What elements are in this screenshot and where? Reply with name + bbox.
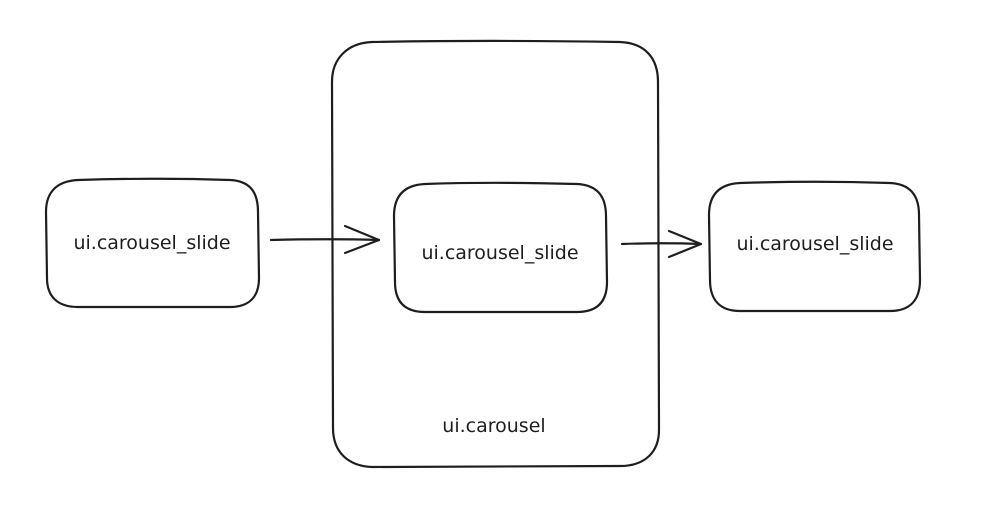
arrow-previous-to-current-head	[343, 224, 381, 255]
arrow-previous-to-current-shaft	[269, 238, 381, 242]
arrow-current-to-next-head	[667, 229, 703, 259]
slide-next-label: ui.carousel_slide	[736, 233, 893, 255]
arrow-previous-to-current	[269, 224, 381, 255]
carousel-container: ui.carousel	[330, 39, 661, 469]
slide-current: ui.carousel_slide	[392, 181, 609, 314]
carousel-container-label: ui.carousel	[442, 415, 545, 437]
slide-previous-box	[44, 177, 261, 309]
slide-next-box	[707, 180, 922, 313]
slide-previous: ui.carousel_slide	[44, 177, 261, 309]
arrow-current-to-next	[620, 229, 703, 259]
arrow-current-to-next-shaft	[620, 242, 703, 246]
slide-current-box	[392, 181, 609, 314]
slide-current-label: ui.carousel_slide	[421, 242, 578, 264]
slide-next: ui.carousel_slide	[707, 180, 922, 313]
slide-previous-label: ui.carousel_slide	[73, 232, 230, 254]
carousel-container-box	[330, 39, 661, 469]
